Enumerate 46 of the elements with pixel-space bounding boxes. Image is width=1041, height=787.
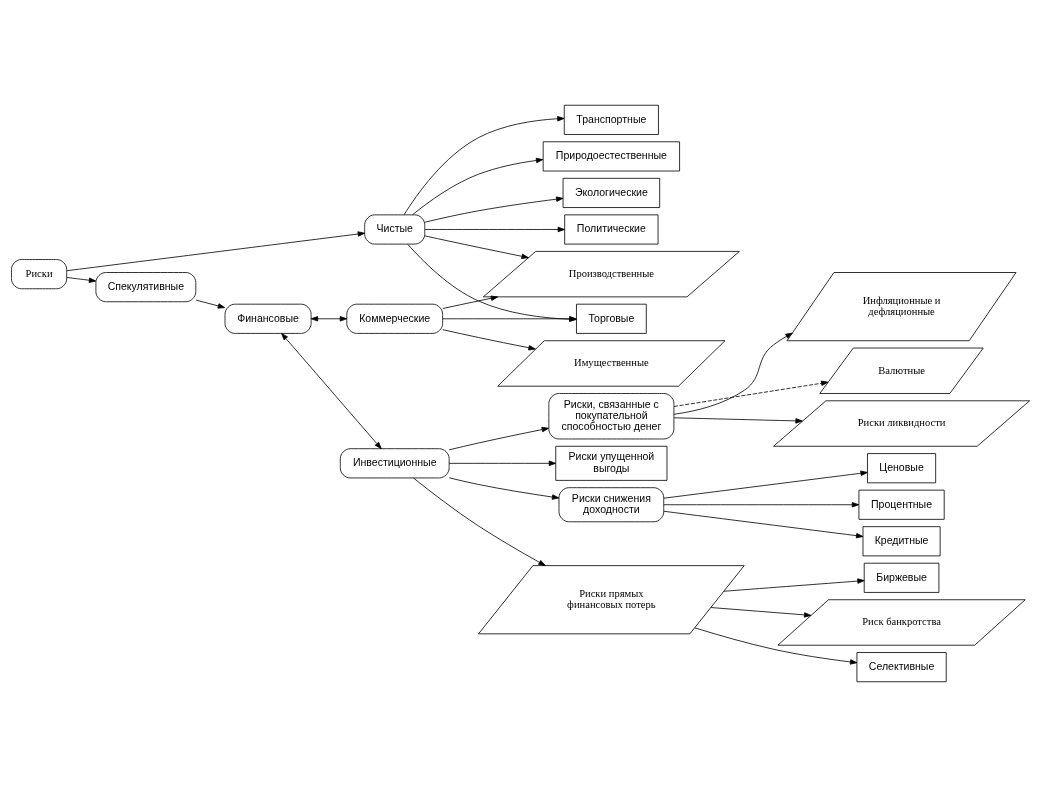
node-box: Торговые xyxy=(576,303,647,334)
node-box: Природоестественные xyxy=(542,141,680,172)
node-box: Биржевые xyxy=(863,562,940,593)
arrow xyxy=(442,329,536,351)
node-box: Политические xyxy=(564,214,659,245)
arrow xyxy=(673,332,793,415)
arrow xyxy=(673,380,829,407)
arrow xyxy=(403,116,565,216)
arrow xyxy=(413,477,546,566)
node-box: Кредитные xyxy=(862,526,941,557)
node-box: Коммерческие xyxy=(346,303,444,334)
arrow xyxy=(412,157,544,216)
arrow xyxy=(723,578,865,592)
arrow xyxy=(663,510,864,539)
arrow xyxy=(66,277,97,283)
arrow xyxy=(310,316,348,322)
arrow xyxy=(424,235,529,259)
arrow xyxy=(424,196,564,223)
arrow xyxy=(281,333,382,450)
arrow xyxy=(195,299,226,309)
arrow xyxy=(673,417,803,424)
node-box: Транспортные xyxy=(563,104,659,135)
node-box: Риски снижения доходности xyxy=(558,487,665,523)
node-box: Инвестиционные xyxy=(339,448,450,479)
arrow xyxy=(442,316,577,322)
arrow xyxy=(694,627,858,665)
node-box: Риски упущенной выгоды xyxy=(555,445,668,481)
arrow xyxy=(424,226,565,233)
arrow xyxy=(407,243,577,322)
arrow xyxy=(442,295,499,309)
node-box: Экологические xyxy=(562,177,661,208)
node-box: Ценовые xyxy=(867,453,937,484)
arrow xyxy=(448,460,557,466)
node-box: Чистые xyxy=(364,214,426,245)
node-box: Риски xyxy=(11,259,68,290)
node-box: Селективные xyxy=(856,652,947,683)
arrow xyxy=(66,231,365,272)
arrow xyxy=(448,477,560,500)
arrow xyxy=(663,470,868,499)
node-box: Спекулятивные xyxy=(95,272,197,303)
node-box: Финансовые xyxy=(224,303,312,334)
node-box: Процентные xyxy=(858,489,945,520)
arrow xyxy=(448,426,549,451)
arrow xyxy=(710,607,812,618)
arrow xyxy=(663,502,860,508)
node-box: Риски, связанные с покупательной способностью денег xyxy=(548,393,675,440)
